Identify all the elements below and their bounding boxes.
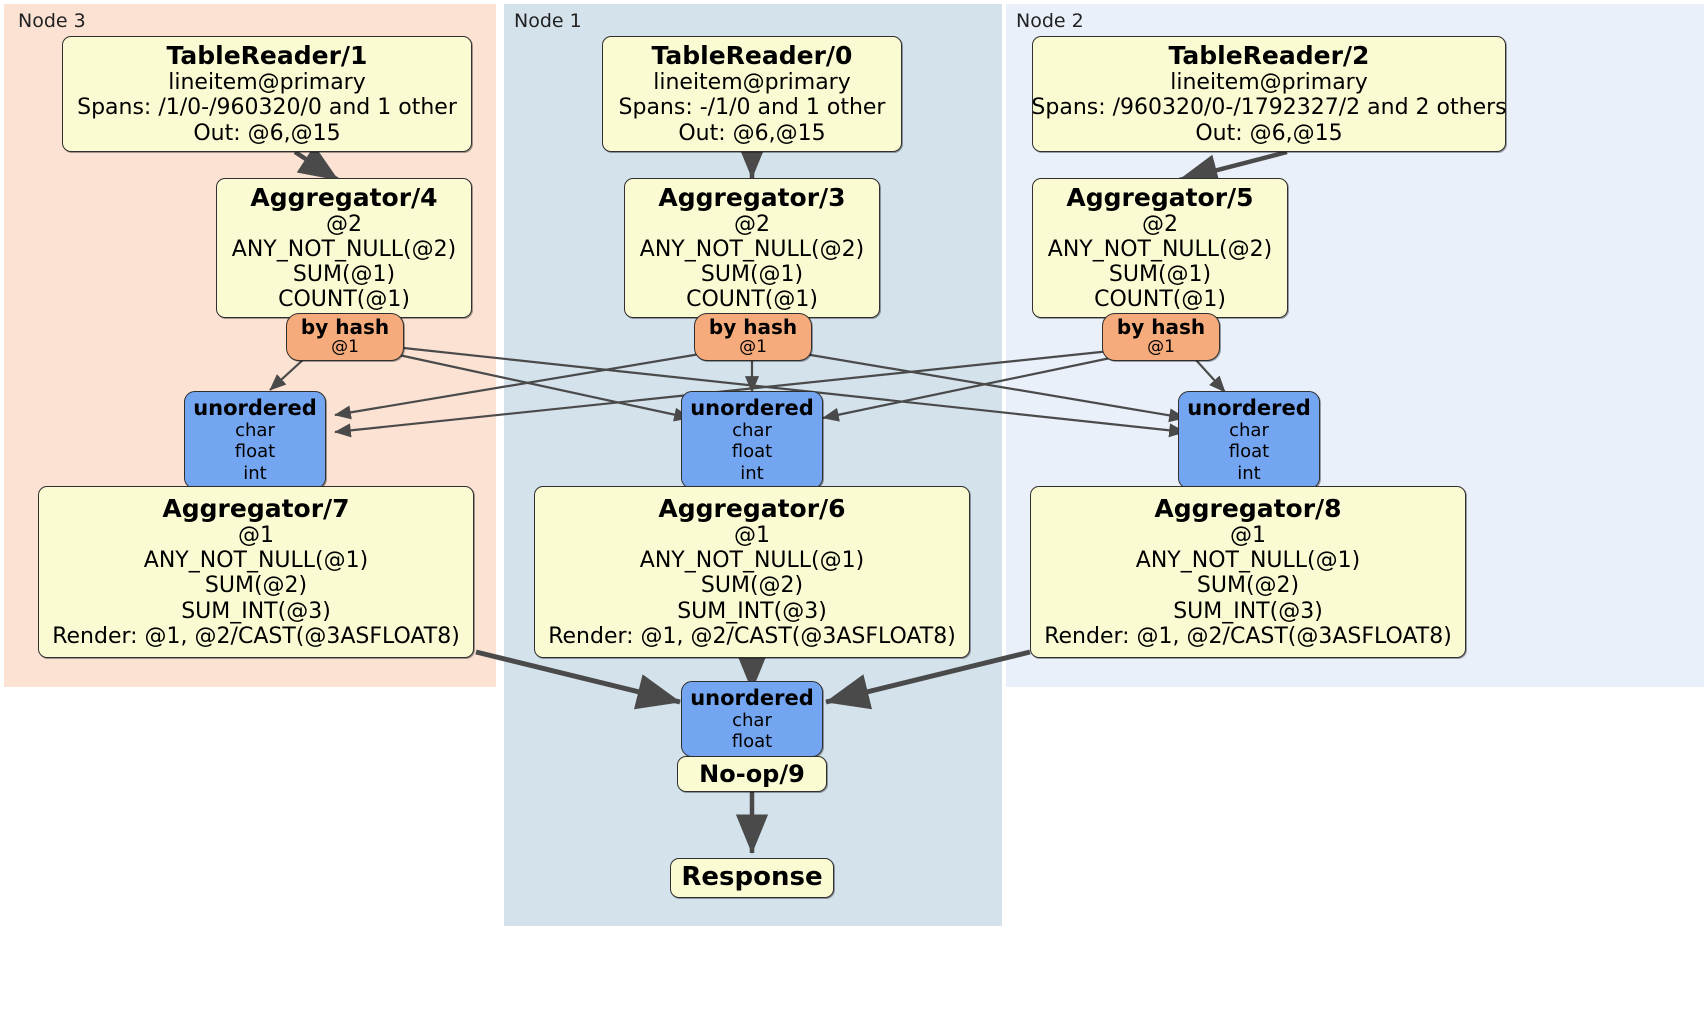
synchronizer-unordered-center[interactable]: unordered char float int [681, 391, 823, 489]
processor-title: No-op/9 [699, 759, 805, 788]
synchronizer-unordered-final[interactable]: unordered char float [681, 681, 823, 757]
router-title: by hash [300, 315, 390, 340]
processor-title: Aggregator/8 [1154, 494, 1342, 524]
synchronizer-title: unordered [690, 685, 814, 710]
processor-line: Spans: -/1/0 and 1 other [618, 95, 886, 121]
processor-response[interactable]: Response [670, 858, 834, 898]
processor-title: Aggregator/7 [162, 494, 350, 524]
processor-table-reader-0[interactable]: TableReader/0 lineitem@primary Spans: -/… [602, 36, 902, 152]
processor-title: Aggregator/5 [1066, 182, 1254, 212]
processor-line: lineitem@primary [1170, 70, 1368, 96]
synchronizer-line: char [732, 420, 772, 442]
processor-line: SUM(@2) [700, 573, 804, 599]
processor-line: Out: @6,@15 [678, 120, 826, 146]
processor-line: @2 [326, 211, 362, 237]
synchronizer-line: int [740, 462, 764, 484]
processor-line: ANY_NOT_NULL(@2) [1047, 236, 1273, 262]
processor-aggregator-3[interactable]: Aggregator/3 @2 ANY_NOT_NULL(@2) SUM(@1)… [624, 178, 880, 318]
processor-line: @1 [238, 523, 274, 549]
synchronizer-line: char [1229, 420, 1269, 442]
processor-line: lineitem@primary [168, 70, 366, 96]
processor-title: TableReader/0 [651, 41, 853, 71]
synchronizer-title: unordered [1187, 396, 1311, 421]
synchronizer-line: float [731, 731, 773, 753]
processor-line: Spans: /1/0-/960320/0 and 1 other [77, 95, 457, 121]
processor-line: COUNT(@1) [1094, 287, 1226, 313]
router-by-hash-center[interactable]: by hash @1 [694, 313, 812, 361]
processor-title: Aggregator/6 [658, 494, 846, 524]
processor-line: SUM_INT(@3) [181, 598, 331, 624]
processor-line: SUM(@2) [1196, 573, 1300, 599]
processor-line: SUM_INT(@3) [677, 598, 827, 624]
processor-table-reader-1[interactable]: TableReader/1 lineitem@primary Spans: /1… [62, 36, 472, 152]
synchronizer-line: float [731, 441, 773, 463]
synchronizer-line: float [1228, 441, 1270, 463]
synchronizer-title: unordered [690, 396, 814, 421]
processor-line: @2 [1142, 211, 1178, 237]
processor-line: ANY_NOT_NULL(@1) [143, 548, 369, 574]
synchronizer-unordered-left[interactable]: unordered char float int [184, 391, 326, 489]
processor-aggregator-4[interactable]: Aggregator/4 @2 ANY_NOT_NULL(@2) SUM(@1)… [216, 178, 472, 318]
processor-render-line: Render: @1, @2/CAST(@3ASFLOAT8) [52, 623, 460, 649]
processor-line: @1 [734, 523, 770, 549]
processor-line: Out: @6,@15 [1195, 120, 1343, 146]
processor-line: COUNT(@1) [686, 287, 818, 313]
processor-title: TableReader/2 [1168, 41, 1370, 71]
synchronizer-line: char [732, 709, 772, 731]
synchronizer-unordered-right[interactable]: unordered char float int [1178, 391, 1320, 489]
synchronizer-line: char [235, 420, 275, 442]
processor-line: ANY_NOT_NULL(@2) [231, 236, 457, 262]
processor-line: SUM_INT(@3) [1173, 598, 1323, 624]
processor-title: TableReader/1 [166, 41, 368, 71]
processor-line: Out: @6,@15 [193, 120, 341, 146]
synchronizer-line: int [1237, 462, 1261, 484]
processor-line: ANY_NOT_NULL(@1) [1135, 548, 1361, 574]
processor-aggregator-5[interactable]: Aggregator/5 @2 ANY_NOT_NULL(@2) SUM(@1)… [1032, 178, 1288, 318]
processor-line: Spans: /960320/0-/1792327/2 and 2 others [1031, 95, 1507, 121]
node-panel-node3-label: Node 3 [18, 10, 86, 32]
processor-line: SUM(@1) [700, 262, 804, 287]
processor-render-line: Render: @1, @2/CAST(@3ASFLOAT8) [1044, 623, 1452, 649]
processor-aggregator-8[interactable]: Aggregator/8 @1 ANY_NOT_NULL(@1) SUM(@2)… [1030, 486, 1466, 658]
processor-line: SUM(@1) [1108, 262, 1212, 287]
processor-table-reader-2[interactable]: TableReader/2 lineitem@primary Spans: /9… [1031, 36, 1507, 152]
processor-title: Aggregator/3 [658, 182, 846, 212]
processor-title: Response [681, 862, 823, 893]
router-line: @1 [739, 337, 767, 358]
node-panel-node2-label: Node 2 [1016, 10, 1084, 32]
processor-render-line: Render: @1, @2/CAST(@3ASFLOAT8) [548, 623, 956, 649]
processor-aggregator-7[interactable]: Aggregator/7 @1 ANY_NOT_NULL(@1) SUM(@2)… [38, 486, 474, 658]
router-line: @1 [1147, 337, 1175, 358]
synchronizer-line: int [243, 462, 267, 484]
processor-line: lineitem@primary [653, 70, 851, 96]
router-by-hash-left[interactable]: by hash @1 [286, 313, 404, 361]
router-title: by hash [708, 315, 798, 340]
node-panel-node1-label: Node 1 [514, 10, 582, 32]
processor-line: SUM(@2) [204, 573, 308, 599]
processor-line: SUM(@1) [292, 262, 396, 287]
synchronizer-title: unordered [193, 396, 317, 421]
synchronizer-line: float [234, 441, 276, 463]
processor-aggregator-6[interactable]: Aggregator/6 @1 ANY_NOT_NULL(@1) SUM(@2)… [534, 486, 970, 658]
processor-title: Aggregator/4 [250, 182, 438, 212]
processor-line: ANY_NOT_NULL(@1) [639, 548, 865, 574]
processor-noop-9[interactable]: No-op/9 [677, 756, 827, 792]
processor-line: @2 [734, 211, 770, 237]
processor-line: ANY_NOT_NULL(@2) [639, 236, 865, 262]
router-title: by hash [1116, 315, 1206, 340]
router-line: @1 [331, 337, 359, 358]
router-by-hash-right[interactable]: by hash @1 [1102, 313, 1220, 361]
processor-line: @1 [1230, 523, 1266, 549]
processor-line: COUNT(@1) [278, 287, 410, 313]
